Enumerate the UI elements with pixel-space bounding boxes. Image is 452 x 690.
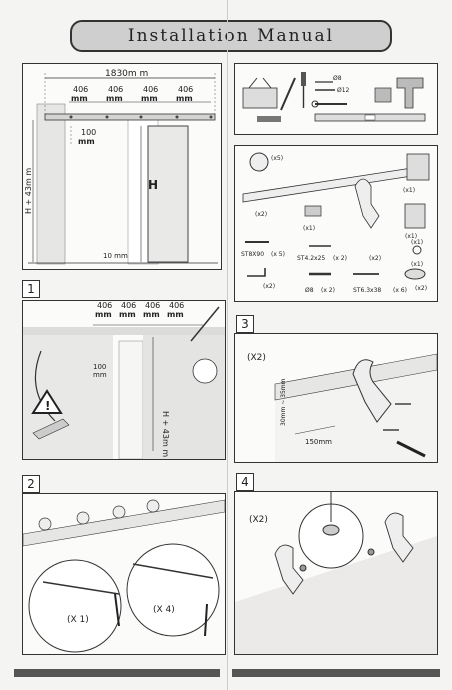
- bit-size-12: Ø12: [337, 87, 350, 94]
- page-fold: [227, 0, 228, 690]
- drill-bit-icon: [190, 306, 220, 342]
- step-3-number: 3: [236, 315, 254, 333]
- part-qty-2: (x1): [403, 187, 415, 194]
- track-rail-icon: [242, 165, 426, 203]
- step-2-number: 2: [22, 475, 40, 493]
- step3-qty: (X2): [247, 353, 266, 363]
- step1-unit-3: mm: [143, 310, 160, 319]
- step-4-svg: (X2): [235, 492, 437, 654]
- step1-height: H + 43m m: [161, 411, 170, 457]
- parts-svg: (x5) (x2) (x1) (x1) (x2) (x1) ST8X90 (x …: [241, 152, 430, 294]
- tools-svg: Ø8 Ø12: [242, 72, 426, 122]
- screw-name-3: Ø8: [305, 287, 314, 294]
- step-1-number: 1: [22, 280, 40, 298]
- detail-circle-left: [28, 559, 122, 653]
- height-label: H: [148, 178, 158, 192]
- detail-zoom-icon: [192, 358, 218, 384]
- offset-unit: mm: [78, 137, 95, 146]
- step-4-number: 4: [236, 473, 254, 491]
- step-3-svg: (X2) 30mm ~ 35mm 150mm: [247, 353, 437, 462]
- spacing-3: 406: [143, 85, 158, 94]
- step1-unit-2: mm: [119, 310, 136, 319]
- drill-icon: [396, 77, 424, 109]
- total-width-label: 1830m m: [105, 69, 148, 79]
- warning-icon: [31, 389, 63, 414]
- part-qty-1: (x5): [271, 155, 283, 162]
- step1-spacing-3: 406: [145, 301, 160, 310]
- step-1-svg: 406 mm 406 mm 406 mm 406 mm 100 mm H + 4…: [23, 301, 225, 459]
- bit-size-8: Ø8: [333, 75, 342, 82]
- toolbox-icon: [242, 87, 278, 109]
- screw-qty-3: (x 2): [321, 287, 335, 294]
- floor-gap-label: 10 mm: [103, 252, 128, 260]
- footer-bar-right: [232, 669, 440, 677]
- part-qty-8: (x2): [263, 283, 275, 290]
- part-qty-3: (x2): [255, 211, 267, 218]
- step1-spacing-2: 406: [121, 301, 136, 310]
- step2-qty-right: (X 4): [153, 605, 175, 615]
- step1-unit-4: mm: [167, 310, 184, 319]
- footer-bar-left: [14, 669, 220, 677]
- part-qty-9: (x1): [411, 261, 423, 268]
- wheel-icon: [404, 268, 426, 280]
- step-2-svg: (X 1) (X 4): [23, 499, 225, 653]
- step1-spacing-1: 406: [97, 301, 112, 310]
- wrench-icon: [114, 593, 120, 627]
- clip-bracket-icon: [404, 203, 426, 229]
- step1-offset-unit: mm: [93, 371, 107, 379]
- part-qty-5: (x2): [369, 255, 381, 262]
- spacing-unit-2: mm: [106, 94, 123, 103]
- step-4-diagram: (X2): [234, 491, 438, 655]
- screwdriver-icon: [301, 72, 306, 86]
- part-qty-10: (x2): [415, 285, 427, 292]
- step3-dim-vertical: 30mm ~ 35mm: [280, 378, 287, 426]
- parts-panel: (x5) (x2) (x1) (x1) (x2) (x1) ST8X90 (x …: [234, 145, 438, 302]
- overview-svg: 1830m m 406 mm 406 mm 406 mm 406 mm 100 …: [24, 69, 218, 265]
- step1-offset: 100: [93, 363, 106, 371]
- spacing-1: 406: [73, 85, 88, 94]
- part-qty-4: (x1): [303, 225, 315, 232]
- hammer-icon: [257, 116, 281, 122]
- spacing-4: 406: [178, 85, 193, 94]
- manual-title: Installation Manual: [70, 20, 392, 52]
- step1-unit-1: mm: [95, 310, 112, 319]
- spacing-unit-4: mm: [176, 94, 193, 103]
- washer-icon: [412, 245, 422, 255]
- hanger-icon: [352, 359, 392, 423]
- allen-key-icon: [247, 268, 266, 277]
- hanger-icon: [274, 544, 304, 595]
- svg-text:!: !: [45, 399, 50, 413]
- step4-qty: (X2): [249, 515, 268, 525]
- screw-qty-1: (x 5): [271, 251, 285, 258]
- bracket-icon: [406, 153, 430, 181]
- step2-qty-left: (X 1): [67, 615, 89, 625]
- step-1-diagram: 406 mm 406 mm 406 mm 406 mm 100 mm H + 4…: [22, 300, 226, 460]
- tape-measure-icon: [374, 87, 392, 103]
- step-2-diagram: (X 1) (X 4): [22, 493, 226, 655]
- step3-dim-horizontal: 150mm: [305, 438, 332, 446]
- floor-guide-icon: [304, 205, 322, 217]
- screw-name-2: ST4.2x25: [297, 255, 325, 262]
- offset-value: 100: [81, 128, 96, 137]
- overview-diagram: 1830m m 406 mm 406 mm 406 mm 406 mm 100 …: [22, 63, 222, 270]
- spacing-unit-3: mm: [141, 94, 158, 103]
- spacing-2: 406: [108, 85, 123, 94]
- screw-qty-4: (x 6): [393, 287, 407, 294]
- screw-name-4: ST6.3x38: [353, 287, 381, 294]
- step-3-diagram: (X2) 30mm ~ 35mm 150mm: [234, 333, 438, 463]
- screwdriver-icon: [396, 440, 426, 458]
- part-qty-6: (x1): [405, 233, 417, 240]
- screw-name-1: ST8X90: [241, 251, 264, 258]
- pencil-icon: [280, 77, 296, 111]
- step1-spacing-4: 406: [169, 301, 184, 310]
- part-qty-7: (x1): [411, 239, 423, 246]
- knob-icon: [249, 152, 269, 172]
- spacing-unit-1: mm: [71, 94, 88, 103]
- screw-qty-2: (x 2): [333, 255, 347, 262]
- hanger-icon: [354, 178, 380, 229]
- height-offset-label: H + 43m m: [24, 168, 33, 214]
- tools-panel: Ø8 Ø12: [234, 63, 438, 135]
